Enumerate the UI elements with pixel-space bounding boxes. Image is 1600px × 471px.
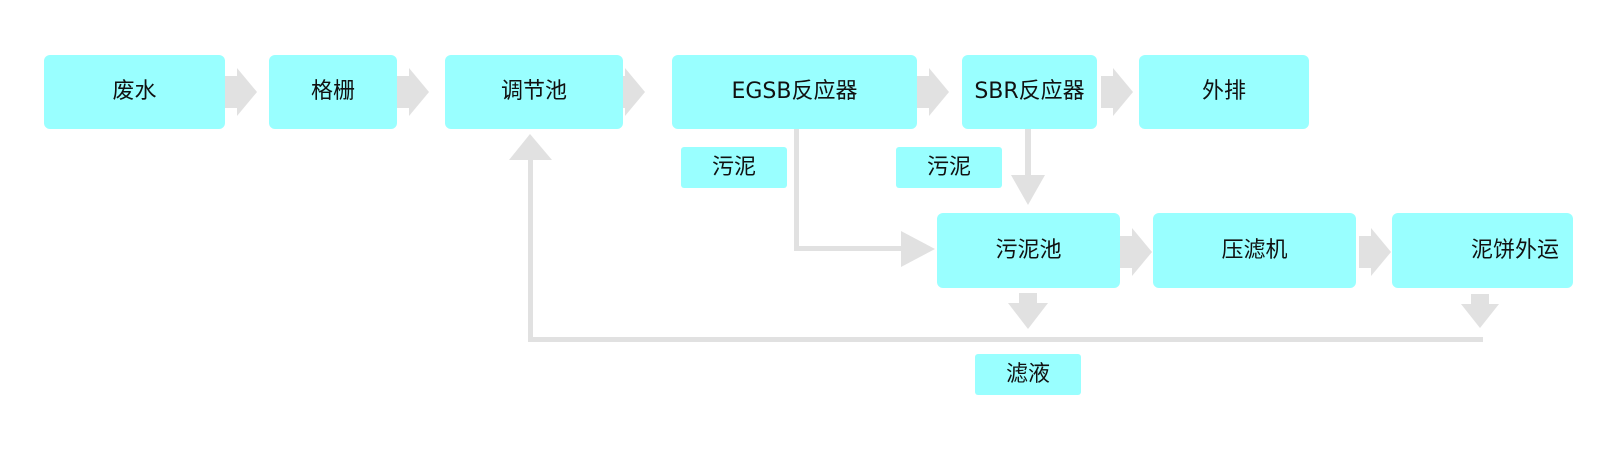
sbr-sludge-line: [1025, 129, 1031, 175]
node-sludge-tank-label: 污泥池: [995, 237, 1062, 263]
filtrate-return-vertical: [528, 160, 533, 342]
filtrate-stem-cake: [1471, 294, 1489, 304]
node-wastewater-label: 废水: [112, 79, 157, 104]
arrow-tank-filtrate-down: [1008, 303, 1048, 329]
arrow-sbr-sludge-down: [1011, 175, 1045, 205]
arrow-screen-to-equalization: [397, 68, 429, 116]
node-discharge-label: 外排: [1201, 79, 1246, 104]
arrow-press-to-cake: [1359, 228, 1391, 276]
node-filter-press-label: 压滤机: [1221, 237, 1288, 263]
node-equalization-tank-label: 调节池: [500, 79, 567, 104]
arrow-sbr-to-discharge: [1101, 68, 1133, 116]
arrow-filtrate-to-equalization: [509, 134, 552, 160]
filtrate-return-horizontal: [528, 337, 1483, 342]
node-discharge: 外排: [1139, 55, 1309, 129]
node-egsb-reactor: EGSB反应器: [672, 55, 917, 129]
node-screen-label: 格栅: [310, 79, 355, 104]
arrow-egsb-sludge-to-tank: [901, 231, 935, 267]
node-sbr-reactor: SBR反应器: [962, 55, 1097, 129]
arrow-wastewater-to-screen: [225, 68, 257, 116]
label-egsb-sludge-text: 污泥: [711, 154, 756, 180]
node-sludge-cake-out-label: 泥饼外运: [1470, 237, 1559, 263]
node-equalization-tank: 调节池: [445, 55, 623, 129]
label-sbr-sludge-text: 污泥: [926, 154, 971, 180]
node-sbr-reactor-label: SBR反应器: [974, 79, 1085, 104]
node-sludge-tank: 污泥池: [937, 213, 1120, 288]
node-screen: 格栅: [269, 55, 397, 129]
node-egsb-reactor-label: EGSB反应器: [731, 79, 858, 104]
arrow-tank-to-press: [1120, 228, 1152, 276]
filtrate-stem-tank: [1019, 293, 1037, 303]
arrow-cake-filtrate-down: [1461, 304, 1499, 328]
node-wastewater: 废水: [44, 55, 225, 129]
label-sbr-sludge: 污泥: [896, 147, 1002, 188]
label-filtrate: 滤液: [975, 354, 1081, 395]
egsb-sludge-line-vertical: [794, 129, 799, 251]
arrow-egsb-to-sbr: [917, 68, 949, 116]
label-filtrate-text: 滤液: [1005, 361, 1050, 387]
label-egsb-sludge: 污泥: [681, 147, 787, 188]
egsb-sludge-line-horizontal: [794, 246, 901, 251]
node-filter-press: 压滤机: [1153, 213, 1356, 288]
node-sludge-cake-out: 泥饼外运: [1392, 213, 1573, 288]
